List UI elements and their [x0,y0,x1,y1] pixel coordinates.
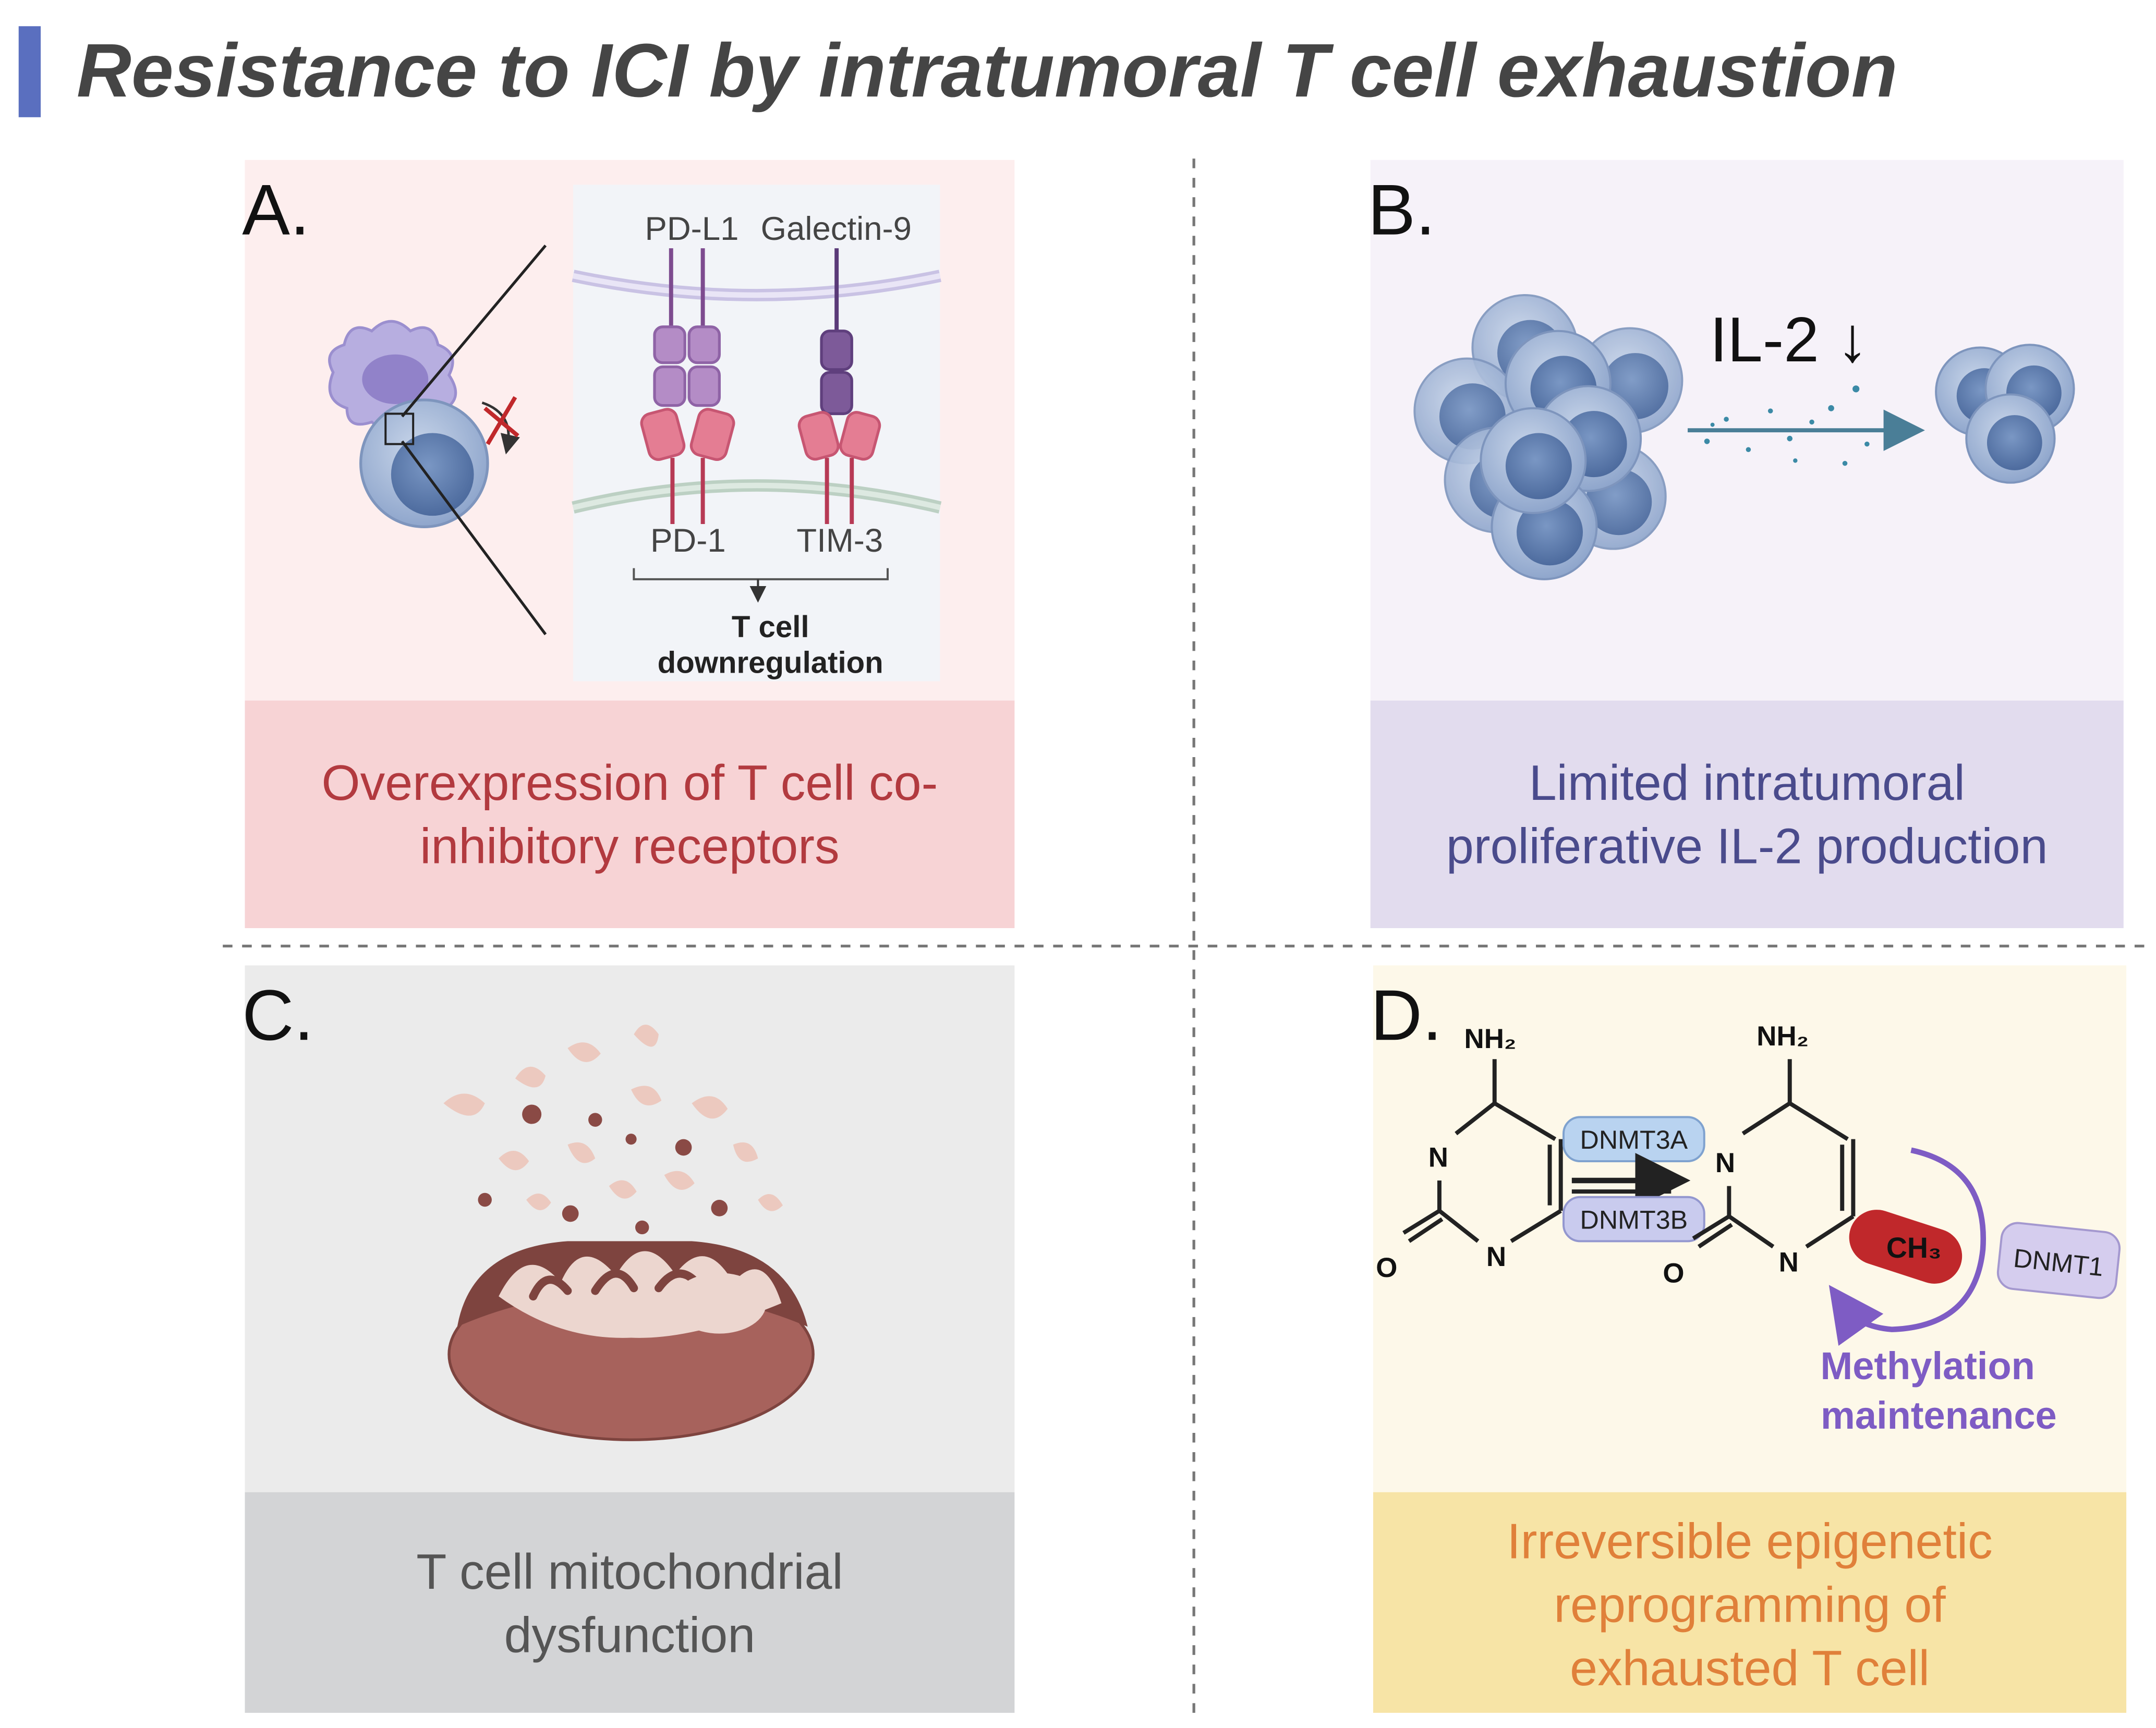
panel-a-letter: A. [242,170,310,250]
panel-b: B. IL-2 ↓ Limited intr [1367,160,2124,928]
panel-b-caption-line-2: proliferative IL-2 production [1446,819,2048,874]
methyl-group-label: CH₃ [1886,1232,1942,1264]
tim-3-molecule [797,411,881,525]
panel-d: D. NH₂ N N O DNMT3A DNMT3B [1371,965,2127,1713]
panel-a-caption-line-1: Overexpression of T cell co- [322,756,938,811]
n-atom-left-1: N [1428,1142,1448,1173]
enzyme-dnmt3a-label: DNMT3A [1580,1125,1688,1154]
proliferating-cell-cluster [1413,294,1683,580]
o-atom-left: O [1376,1252,1397,1283]
methyl-group-pill [1849,1210,1963,1284]
tcell-membrane-inner [572,482,941,510]
panel-b-letter: B. [1367,170,1435,250]
title-accent-bar [18,26,41,117]
il2-label: IL-2 [1710,304,1819,375]
enzyme-dnmt3a-badge [1563,1116,1705,1162]
receptor-pd-1-label: PD-1 [650,522,726,559]
maintenance-loop-arrow [1828,1147,1987,1346]
cytosine-structure [1402,1059,1563,1243]
panel-d-caption-line-3: exhausted T cell [1570,1641,1930,1696]
panel-d-caption-box [1373,1492,2127,1713]
nh2-right: NH₂ [1757,1021,1809,1052]
enzyme-dnmt3b-badge [1563,1196,1705,1243]
panel-c-letter: C. [242,975,314,1055]
receptor-tim-3-label: TIM-3 [796,522,883,559]
n-atom-right-2: N [1779,1247,1799,1278]
methylation-label-line-1: Methylation [1821,1344,2035,1388]
ligand-pd-l1-label: PD-L1 [645,211,739,247]
enzyme-dnmt1-badge [1996,1222,2121,1299]
zoom-square [384,412,415,445]
nh2-left: NH₂ [1464,1024,1517,1054]
panel-d-letter: D. [1371,975,1443,1055]
methylcytosine-structure [1692,1059,1856,1249]
zoom-line-bottom [401,440,547,636]
enzyme-dnmt3b-label: DNMT3B [1580,1206,1688,1235]
pd-l1-molecule [653,248,721,407]
panel-d-caption-line-2: reprogramming of [1554,1577,1946,1633]
panel-c-caption-line-1: T cell mitochondrial [416,1544,843,1600]
n-atom-right-1: N [1715,1148,1735,1178]
outcome-line-1: T cell [732,610,809,644]
reduced-cell-group [1935,344,2075,484]
il2-down-arrow-icon: ↓ [1837,304,1869,375]
zoom-line-top [401,245,547,418]
panel-d-caption-line-1: Irreversible epigenetic [1507,1514,1992,1569]
o-atom-right: O [1663,1258,1684,1289]
figure-title: Resistance to ICI by intratumoral T cell… [77,28,1898,113]
panel-c-caption-box [245,1492,1015,1713]
panel-a: A. PD-L1 Galectin-9 [242,160,1015,928]
methylation-label-line-2: maintenance [1821,1394,2057,1437]
panel-b-caption-line-1: Limited intratumoral [1529,756,1965,811]
panel-a-caption-line-2: inhibitory receptors [420,819,839,874]
mitochondrial-debris [443,1025,783,1235]
n-atom-left-2: N [1486,1242,1506,1272]
pd-1-molecule [640,408,735,525]
receptor-bracket [633,568,889,580]
galectin9-molecule [820,248,853,416]
blocked-signal-cross-icon [481,396,520,455]
outcome-line-2: downregulation [658,646,883,680]
panel-a-caption-box [245,700,1015,928]
panel-c-caption-line-2: dysfunction [504,1608,756,1663]
il2-secretion-dots [1704,385,1870,466]
panel-c: C. [242,965,1015,1713]
fragmented-mitochondrion [447,1241,815,1441]
synapse-inset [573,185,940,682]
t-cell [359,398,489,528]
panel-b-caption-box [1370,700,2124,928]
ligand-galectin9-label: Galectin-9 [761,211,912,247]
apc-membrane-inner [572,273,941,298]
